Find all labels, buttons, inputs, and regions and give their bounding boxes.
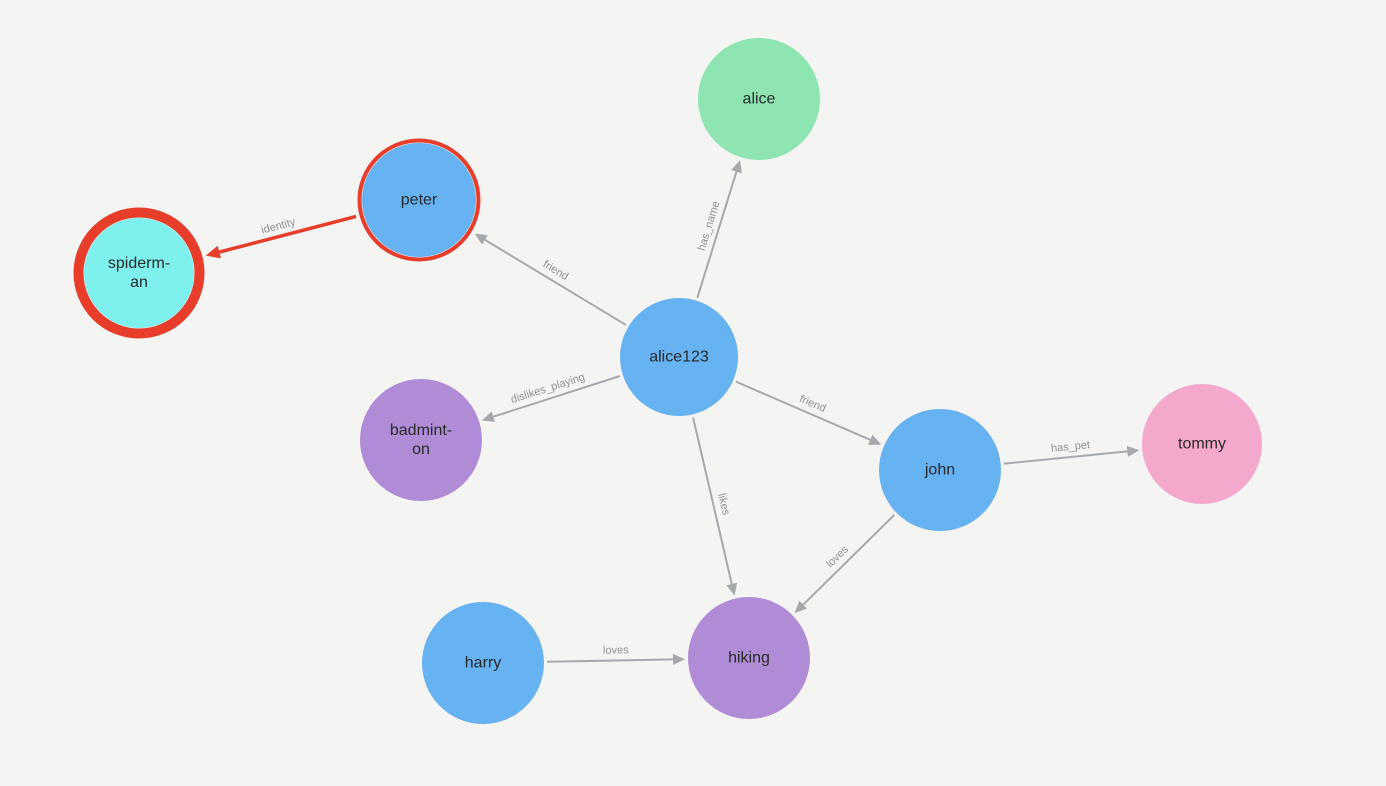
node-selection-ring [73, 207, 205, 339]
edge-arrowhead-icon [726, 582, 738, 596]
node-circle[interactable] [422, 602, 544, 724]
edge-arrowhead-icon [205, 245, 221, 259]
graph-node-hiking[interactable]: hiking [688, 597, 810, 719]
edge-line[interactable] [802, 514, 896, 606]
graph-node-badminton[interactable]: badmint-on [360, 379, 482, 501]
node-circle[interactable] [698, 38, 820, 160]
graph-node-alice123[interactable]: alice123 [620, 298, 738, 416]
node-circle[interactable] [362, 143, 476, 257]
graph-node-alice[interactable]: alice [698, 38, 820, 160]
edge-arrowhead-icon [672, 653, 686, 665]
edge-arrowhead-icon [481, 411, 496, 422]
node-circle[interactable] [84, 218, 194, 328]
edge-arrowhead-icon [474, 233, 488, 245]
edge-arrowhead-icon [1126, 445, 1140, 457]
edge-line[interactable] [493, 375, 621, 418]
edge-line[interactable] [1003, 450, 1128, 465]
edge-arrowhead-icon [794, 600, 808, 614]
edge-line[interactable] [696, 171, 738, 299]
node-circle[interactable] [360, 379, 482, 501]
edge-label[interactable]: loves [824, 543, 851, 570]
graph-edge-has_pet[interactable]: has_pet [1003, 439, 1140, 465]
node-circle[interactable] [620, 298, 738, 416]
graph-edge-friend[interactable]: friend [735, 380, 882, 445]
edge-label[interactable]: friend [798, 393, 828, 415]
edge-line[interactable] [735, 380, 871, 441]
graph-node-john[interactable]: john [879, 409, 1001, 531]
graph-node-harry[interactable]: harry [422, 602, 544, 724]
edge-label[interactable]: likes [715, 492, 732, 517]
graph-node-tommy[interactable]: tommy [1142, 384, 1262, 504]
node-circle[interactable] [879, 409, 1001, 531]
graph-edge-friend[interactable]: friend [474, 233, 627, 326]
graph-edge-likes[interactable]: likes [692, 417, 738, 596]
node-circle[interactable] [688, 597, 810, 719]
edge-arrowhead-icon [731, 160, 742, 174]
edge-line[interactable] [218, 214, 357, 254]
graph-edge-identity[interactable]: identity [205, 214, 357, 259]
node-selection-ring [357, 138, 481, 262]
edge-line[interactable] [546, 658, 674, 663]
graph-node-spiderman[interactable]: spiderm-an [73, 207, 205, 339]
graph-edge-loves[interactable]: loves [794, 514, 896, 614]
edge-label[interactable]: has_name [696, 200, 723, 253]
graph-edge-loves[interactable]: loves [546, 644, 686, 665]
edge-arrowhead-icon [868, 434, 882, 445]
node-circle[interactable] [1142, 384, 1262, 504]
graph-edge-dislikes_playing[interactable]: dislikes_playing [481, 371, 621, 422]
edge-line[interactable] [692, 417, 733, 585]
edge-line[interactable] [484, 238, 627, 326]
graph-edge-has_name[interactable]: has_name [696, 160, 742, 299]
edge-label[interactable]: has_pet [1050, 439, 1090, 455]
graph-node-peter[interactable]: peter [357, 138, 481, 262]
edge-label[interactable]: loves [603, 644, 629, 657]
edge-label[interactable]: dislikes_playing [509, 371, 586, 406]
edge-label[interactable]: friend [541, 258, 571, 282]
